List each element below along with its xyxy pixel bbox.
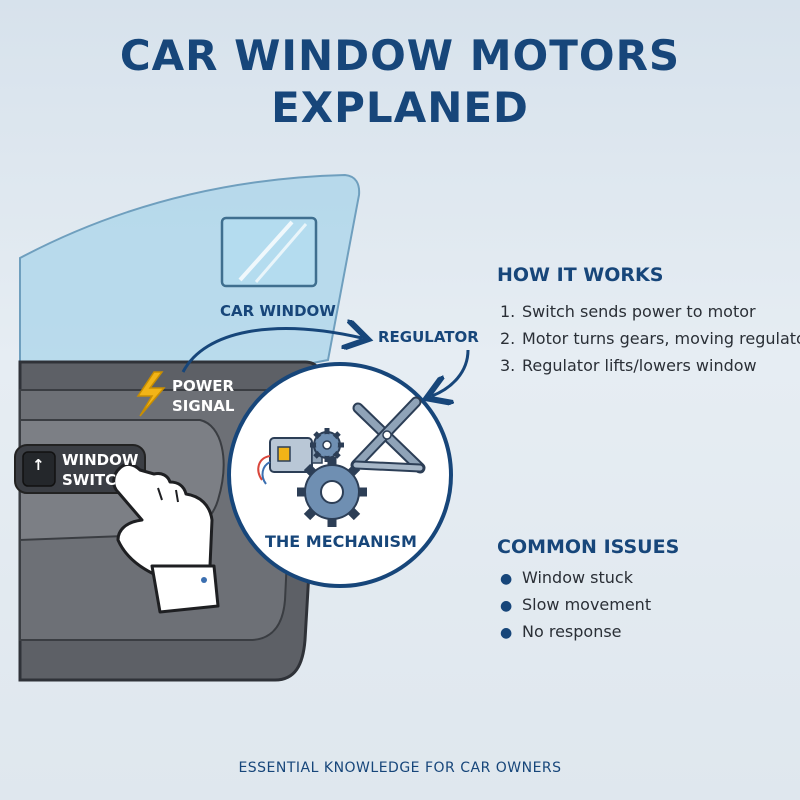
window-switch-button[interactable]	[22, 451, 56, 487]
list-item: ●Slow movement	[500, 591, 651, 618]
regulator-label: REGULATOR	[378, 328, 479, 346]
window-switch-label: WINDOW SWITC	[62, 450, 138, 490]
lightning-bolt-icon	[136, 371, 166, 417]
bullet-icon: ●	[500, 598, 513, 614]
how-it-works-heading: HOW IT WORKS	[497, 264, 664, 286]
regulator-arrow	[432, 349, 470, 396]
car-window-icon	[220, 216, 318, 288]
car-window-label: CAR WINDOW	[220, 302, 336, 320]
gear-icon	[297, 457, 367, 527]
bullet-icon: ●	[500, 571, 513, 587]
power-signal-line-2: SIGNAL	[172, 397, 235, 415]
title-line-1: CAR WINDOW MOTORS	[119, 31, 681, 80]
small-gear-icon	[310, 428, 344, 462]
list-item: 1.Switch sends power to motor	[500, 302, 756, 321]
bullet-icon: ●	[500, 625, 513, 641]
mechanism-label: THE MECHANISM	[265, 532, 417, 551]
list-item: 3.Regulator lifts/lowers window	[500, 356, 757, 375]
how-it-works-list: 1.Switch sends power to motor 2.Motor tu…	[500, 298, 800, 379]
power-signal-label: POWER SIGNAL	[172, 376, 234, 416]
common-issues-heading: COMMON ISSUES	[497, 536, 680, 558]
list-item: ●No response	[500, 618, 651, 645]
power-signal-line-1: POWER	[172, 377, 235, 395]
page-title: CAR WINDOW MOTORS EXPLANED	[0, 30, 800, 134]
pointing-hand-icon	[112, 462, 220, 614]
scissor-lift-icon	[350, 396, 426, 474]
window-switch-line-1: WINDOW	[62, 451, 139, 469]
footer-tagline: ESSENTIAL KNOWLEDGE FOR CAR OWNERS	[238, 760, 562, 776]
common-issues-list: ●Window stuck ●Slow movement ●No respons…	[500, 564, 651, 645]
title-line-2: EXPLANED	[271, 83, 529, 132]
list-item: ●Window stuck	[500, 564, 651, 591]
list-item: 2.Motor turns gears, moving regulator	[500, 329, 800, 348]
signal-arrow	[181, 329, 362, 373]
switch-arrow-icon: ↑	[32, 456, 45, 474]
window-switch-line-2: SWITC	[62, 471, 117, 489]
